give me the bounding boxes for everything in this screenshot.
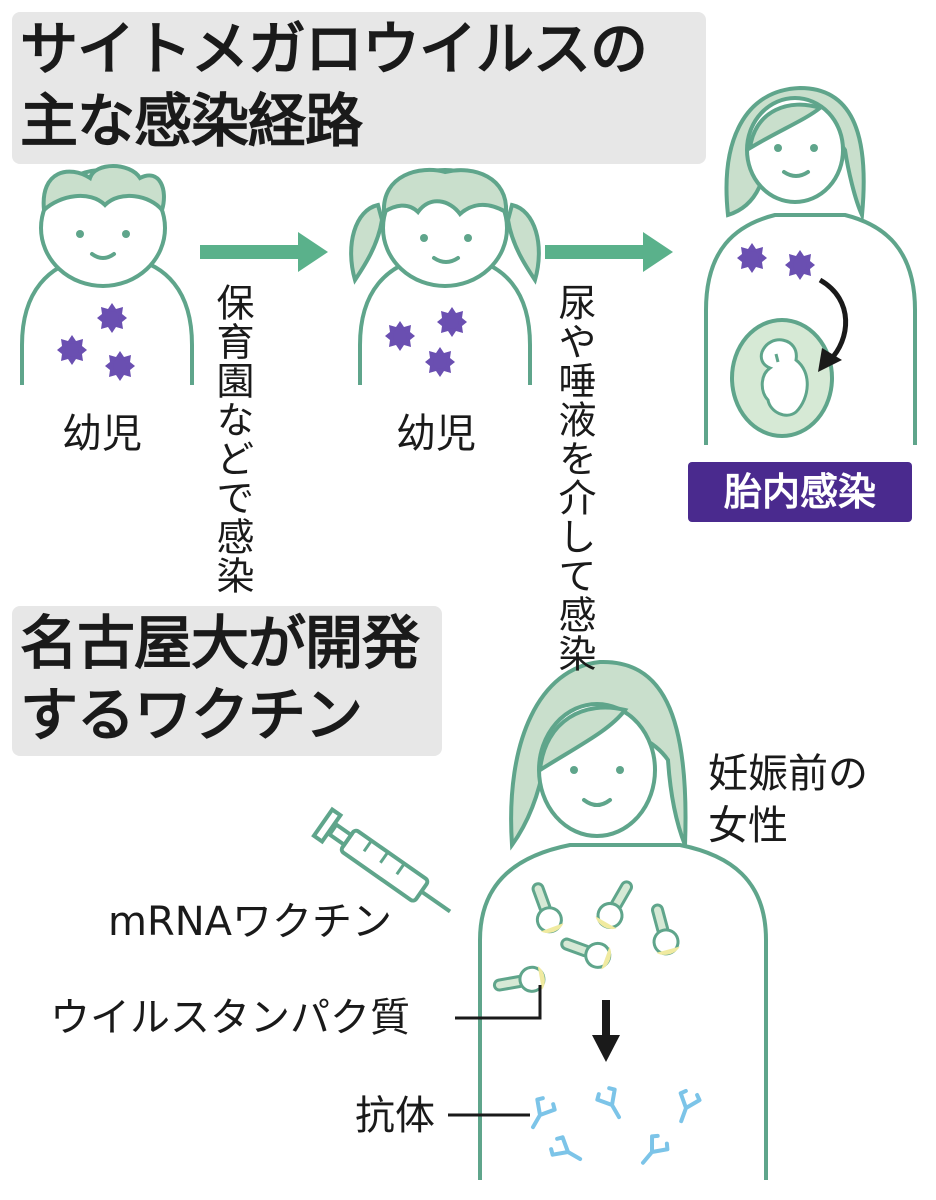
arrow1-text: 保育園などで感染 xyxy=(210,283,254,595)
pregnant-woman-figure xyxy=(704,85,917,445)
arrow1-icon xyxy=(200,232,328,272)
intrauterine-infection-badge: 胎内感染 xyxy=(688,462,912,522)
section2-title-box xyxy=(12,606,442,756)
woman-label-line1: 妊娠前の xyxy=(708,751,868,797)
virus-icon xyxy=(425,347,455,377)
transmission-arrow xyxy=(818,277,849,362)
virus-icon xyxy=(737,243,767,273)
woman-figure xyxy=(478,659,768,1180)
section1-title-line2: 主な感染経路 xyxy=(20,87,363,155)
virus-icon xyxy=(385,321,415,351)
virus-icon xyxy=(105,351,135,381)
section1-title-box xyxy=(12,12,706,164)
virus-icon xyxy=(785,250,815,280)
protein-label: ウイルスタンパク質 xyxy=(50,995,410,1041)
protein-leader-line xyxy=(455,985,542,1020)
section1-title-line1: サイトメガロウイルスの xyxy=(20,15,648,83)
virus-icon xyxy=(57,335,87,365)
virus-icon xyxy=(437,307,467,337)
child1-figure xyxy=(20,164,194,385)
child1-label: 幼児 xyxy=(62,411,142,457)
section2-title-line2: するワクチン xyxy=(20,681,363,749)
child2-label: 幼児 xyxy=(396,411,476,457)
vaccine-label: mRNAワクチン xyxy=(108,899,393,945)
arrow2-icon xyxy=(545,232,673,272)
section2-title-line1: 名古屋大が開発 xyxy=(20,609,420,677)
woman-label-line2: 女性 xyxy=(708,803,788,849)
virus-icon xyxy=(97,303,127,333)
down-arrow-icon xyxy=(592,1000,620,1062)
transmission-arrowhead xyxy=(818,348,842,372)
syringe-icon xyxy=(311,806,452,914)
arrow2-text: 尿や唾液を介して感染 xyxy=(552,283,596,673)
antibody-label: 抗体 xyxy=(355,1093,435,1139)
